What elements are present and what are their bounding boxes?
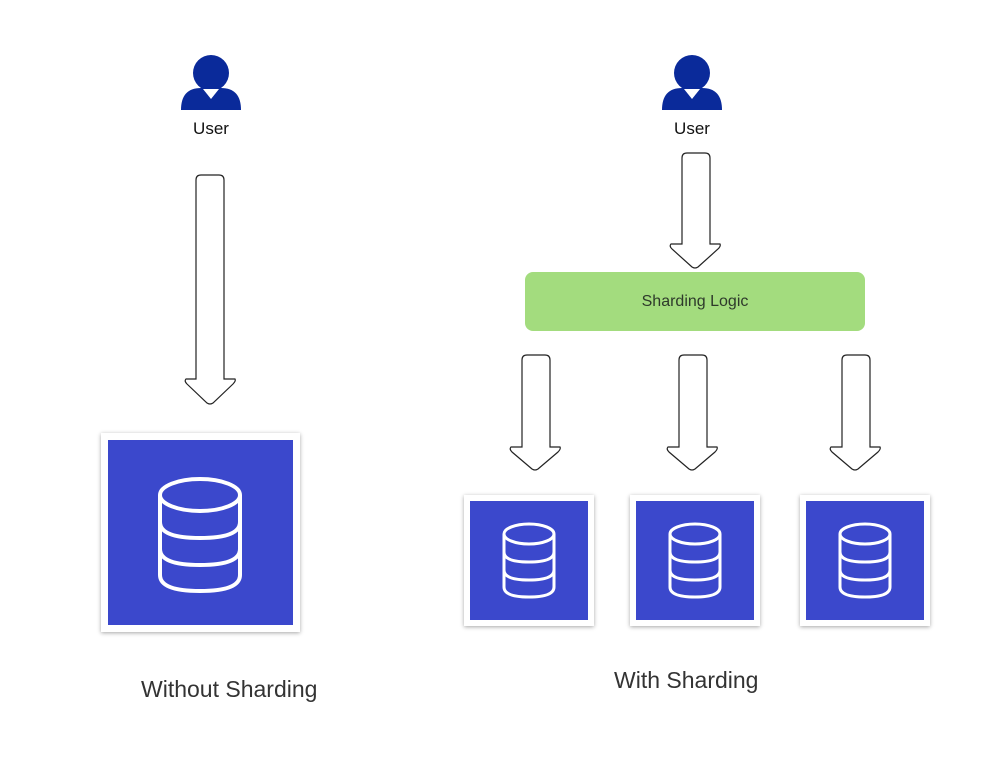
user-label-left: User	[193, 119, 229, 138]
arrow-to-shard-1	[509, 354, 561, 471]
database-icon	[668, 522, 722, 599]
caption-without-sharding: Without Sharding	[141, 676, 318, 702]
user-icon-left	[181, 55, 241, 110]
arrow-user-to-sharding-logic	[669, 152, 721, 269]
arrow-to-shard-3	[829, 354, 881, 471]
arrow-user-to-database-left	[184, 174, 236, 405]
database-shard-3	[800, 495, 930, 626]
database-icon	[502, 522, 556, 599]
database-icon	[158, 477, 242, 594]
arrow-to-shard-2	[666, 354, 718, 471]
sharding-logic-label: Sharding Logic	[641, 292, 749, 310]
user-label-right: User	[674, 119, 710, 138]
sharding-logic-box: Sharding Logic	[525, 272, 865, 331]
caption-with-sharding: With Sharding	[614, 667, 759, 693]
database-icon	[838, 522, 892, 599]
database-unsharded	[101, 433, 300, 632]
user-icon-right	[662, 55, 722, 110]
database-shard-1	[464, 495, 594, 626]
database-shard-2	[630, 495, 760, 626]
